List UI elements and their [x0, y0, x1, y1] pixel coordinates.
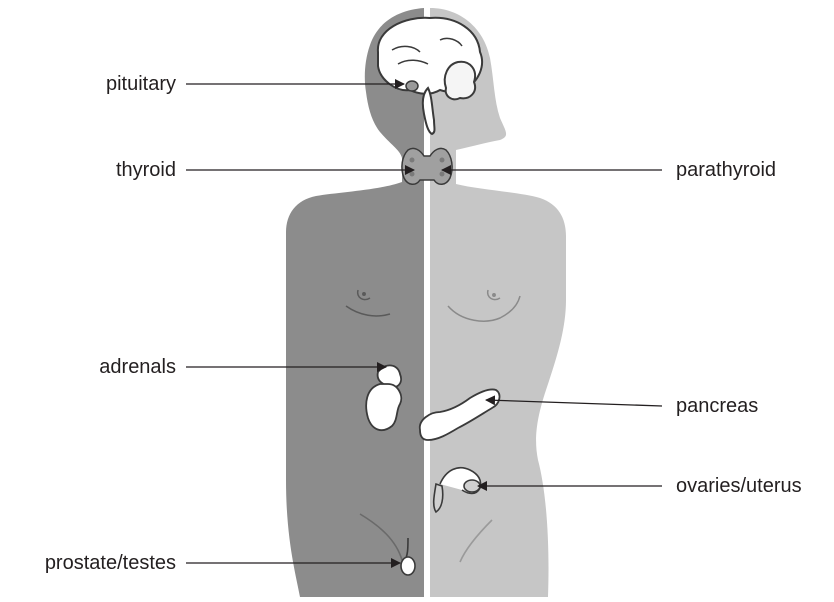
label-pituitary: pituitary [106, 74, 176, 94]
label-parathyroid: parathyroid [676, 160, 776, 180]
label-ovaries-uterus: ovaries/uterus [676, 476, 802, 496]
label-thyroid: thyroid [116, 160, 176, 180]
label-pancreas: pancreas [676, 396, 758, 416]
pituitary-gland [406, 81, 418, 91]
label-adrenals: adrenals [99, 357, 176, 377]
label-prostate-testes: prostate/testes [45, 553, 176, 573]
